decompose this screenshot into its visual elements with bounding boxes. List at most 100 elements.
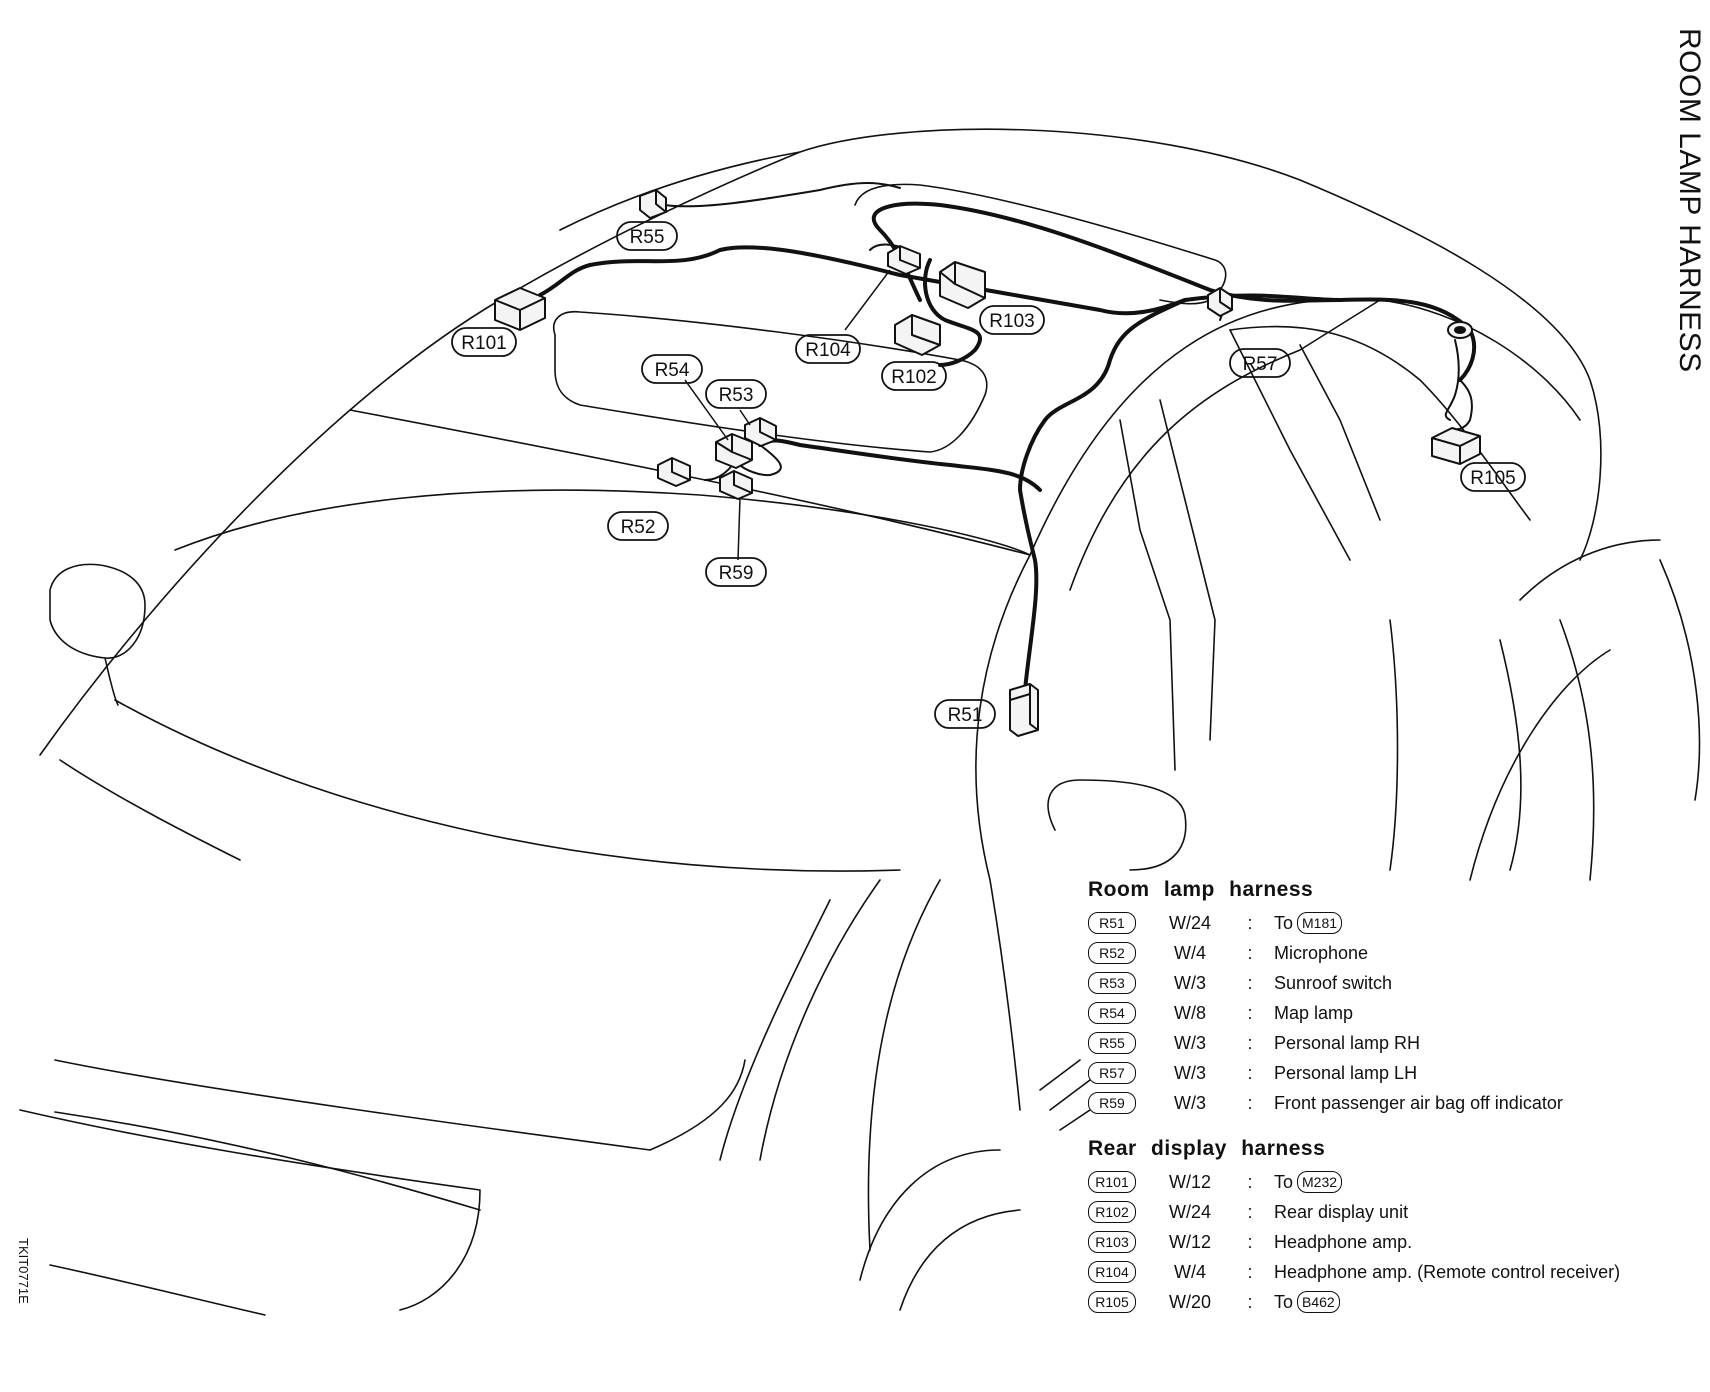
wire-spec: W/3 [1173, 1062, 1206, 1083]
svg-text:R57: R57 [1243, 354, 1278, 375]
svg-text:R54: R54 [655, 360, 690, 381]
callout-r53: R53 [705, 379, 767, 409]
legend-row: R54 W/8: Map lamp [1088, 998, 1688, 1028]
svg-text:R104: R104 [805, 340, 851, 361]
connector-r59 [719, 470, 753, 500]
svg-text:R101: R101 [461, 333, 506, 354]
connector-r55 [639, 189, 667, 219]
connector-description: To [1274, 1291, 1294, 1312]
svg-text:R59: R59 [719, 563, 754, 584]
separator: : [1247, 1201, 1253, 1222]
connector-r51 [1009, 683, 1039, 737]
callout-labels: R55 R101 R104 R103 R102 R57 R105 R54 [451, 221, 1526, 729]
wire-spec: W/12 [1168, 1171, 1211, 1192]
connectors [494, 189, 1481, 737]
wire-spec: W/4 [1173, 942, 1206, 963]
callout-r104: R104 [795, 334, 861, 364]
connector-code-badge: R54 [1088, 1002, 1136, 1024]
svg-text:R55: R55 [630, 227, 665, 248]
wire-spec: W/3 [1173, 1092, 1206, 1113]
callout-r57: R57 [1229, 348, 1291, 378]
svg-text:R51: R51 [948, 705, 983, 726]
callout-r59: R59 [705, 557, 767, 587]
connector-code-badge: R103 [1088, 1231, 1136, 1253]
legend-row: R57 W/3: Personal lamp LH [1088, 1058, 1688, 1088]
legend-row: R55 W/3: Personal lamp RH [1088, 1028, 1688, 1058]
connector-description: Rear display unit [1274, 1201, 1409, 1222]
page-title: ROOM LAMP HARNESS [1673, 28, 1706, 373]
harness-wires [538, 182, 1477, 692]
connector-description: Personal lamp LH [1274, 1062, 1418, 1083]
connector-code-badge: R59 [1088, 1092, 1136, 1114]
connector-description: To [1274, 912, 1294, 933]
connector-description: Personal lamp RH [1274, 1032, 1421, 1053]
wire-spec: W/3 [1173, 1032, 1206, 1053]
legend-row: R52 W/4: Microphone [1088, 938, 1688, 968]
leader-lines [684, 269, 891, 561]
wire-spec: W/4 [1173, 1261, 1206, 1282]
connector-r105-grommet [1447, 321, 1473, 339]
figure-code: TKIT0771E [16, 1238, 31, 1304]
connector-code-badge: R55 [1088, 1032, 1136, 1054]
svg-text:R103: R103 [989, 311, 1034, 332]
svg-text:R102: R102 [891, 367, 936, 388]
callout-r52: R52 [607, 511, 669, 541]
connector-r105 [1431, 427, 1481, 465]
callout-r102: R102 [881, 361, 947, 391]
connector-code-badge: R52 [1088, 942, 1136, 964]
callout-r55: R55 [616, 221, 678, 251]
svg-text:R53: R53 [719, 385, 754, 406]
separator: : [1247, 1092, 1253, 1113]
connector-r53 [744, 417, 777, 447]
separator: : [1247, 942, 1253, 963]
separator: : [1247, 1231, 1253, 1252]
destination-connector-badge: B462 [1297, 1291, 1340, 1313]
svg-text:R105: R105 [1470, 468, 1515, 489]
connector-description: Sunroof switch [1274, 972, 1393, 993]
connector-description: Headphone amp. [1274, 1231, 1413, 1252]
separator: : [1247, 1002, 1253, 1023]
wire-spec: W/24 [1168, 1201, 1211, 1222]
connector-description: Microphone [1274, 942, 1369, 963]
connector-r52 [657, 457, 691, 487]
wire-spec: W/8 [1173, 1002, 1206, 1023]
callout-r105: R105 [1460, 462, 1526, 492]
car-body-outline [19, 128, 1701, 1316]
connector-code-badge: R57 [1088, 1062, 1136, 1084]
connector-code-badge: R51 [1088, 912, 1136, 934]
connector-description: Front passenger air bag off indicator [1274, 1092, 1563, 1113]
callout-r103: R103 [979, 305, 1045, 335]
connector-description: Map lamp [1274, 1002, 1354, 1023]
wire-spec: W/24 [1168, 912, 1211, 933]
wire-spec: W/12 [1168, 1231, 1211, 1252]
callout-r101: R101 [451, 327, 517, 357]
legend-heading-room-lamp: Room lamp harness [1088, 878, 1314, 901]
separator: : [1247, 1062, 1253, 1083]
svg-text:R52: R52 [621, 517, 656, 538]
connector-code-badge: R104 [1088, 1261, 1136, 1283]
connector-r54 [715, 433, 753, 469]
connector-r104 [887, 245, 921, 275]
legend-heading-rear-display: Rear display harness [1088, 1137, 1326, 1160]
destination-connector-badge: M181 [1297, 912, 1343, 934]
connector-description: To [1274, 1171, 1294, 1192]
separator: : [1247, 1171, 1253, 1192]
connector-r102 [894, 314, 941, 356]
separator: : [1247, 972, 1253, 993]
destination-connector-badge: M232 [1297, 1171, 1343, 1193]
wire-spec: W/3 [1173, 972, 1206, 993]
separator: : [1247, 1291, 1253, 1312]
separator: : [1247, 1261, 1253, 1282]
separator: : [1247, 1032, 1253, 1053]
